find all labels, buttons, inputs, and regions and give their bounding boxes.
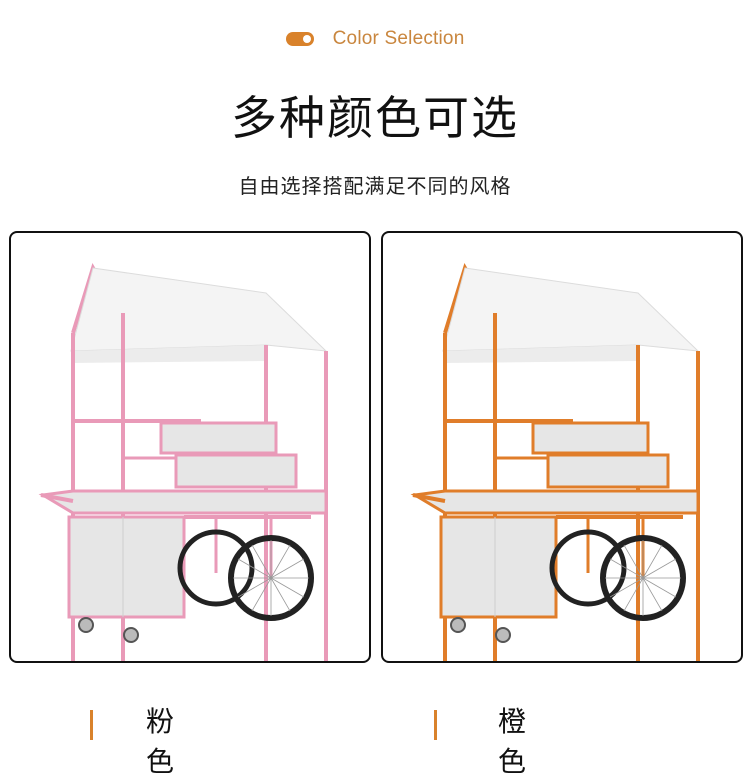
handle xyxy=(40,493,74,503)
wheel-back xyxy=(177,529,255,607)
wheel-spoke xyxy=(642,544,663,579)
wheel-front xyxy=(228,535,314,621)
counter xyxy=(38,489,328,515)
cart-drawing xyxy=(38,263,328,661)
wheel-spoke xyxy=(237,558,272,579)
caster-wheel xyxy=(78,617,94,633)
wheel-spoke xyxy=(251,577,272,612)
handle xyxy=(412,493,446,503)
cabinet xyxy=(67,515,186,619)
cart-illustration-orange xyxy=(410,263,700,661)
wheel-spoke xyxy=(251,544,272,579)
wheel-spoke xyxy=(270,577,305,598)
step-top xyxy=(159,421,278,455)
wheel-spoke xyxy=(642,577,677,598)
cart-drawing xyxy=(410,263,700,661)
step-middle xyxy=(546,453,670,489)
caster-wheel xyxy=(123,627,139,643)
toggle-pill-icon xyxy=(285,32,314,46)
caption-marker xyxy=(90,710,93,740)
section-tag-label: Color Selection xyxy=(332,28,465,49)
caster-wheel xyxy=(495,627,511,643)
wheel-back xyxy=(549,529,627,607)
wheel-spoke xyxy=(270,544,291,579)
canopy-edge xyxy=(443,345,638,363)
step-middle xyxy=(174,453,298,489)
page-title: 多种颜色可选 xyxy=(231,91,519,145)
wheel-spoke xyxy=(642,558,677,579)
wheel-spoke xyxy=(623,577,644,612)
wheel-spoke xyxy=(270,577,291,612)
step-top xyxy=(531,421,650,455)
canopy-edge xyxy=(71,345,266,363)
caption-text: 橙色 xyxy=(498,705,527,778)
product-image-pink xyxy=(9,231,371,663)
caption-marker xyxy=(434,710,437,740)
product-image-orange xyxy=(381,231,743,663)
caption-text: 粉色 xyxy=(146,705,175,778)
cart-illustration-pink xyxy=(38,263,328,661)
section-tag: Color Selection xyxy=(0,28,750,50)
page-subtitle: 自由选择搭配满足不同的风格 xyxy=(238,174,512,198)
canopy xyxy=(70,267,328,352)
wheel-spoke xyxy=(270,558,305,579)
canopy xyxy=(442,267,700,352)
wheel-spoke xyxy=(623,544,644,579)
wheel-spoke xyxy=(609,577,644,598)
wheel-front xyxy=(600,535,686,621)
wheel-spoke xyxy=(609,558,644,579)
counter xyxy=(410,489,700,515)
wheel-spoke xyxy=(642,577,663,612)
caster-wheel xyxy=(450,617,466,633)
cabinet xyxy=(439,515,558,619)
wheel-spoke xyxy=(237,577,272,598)
